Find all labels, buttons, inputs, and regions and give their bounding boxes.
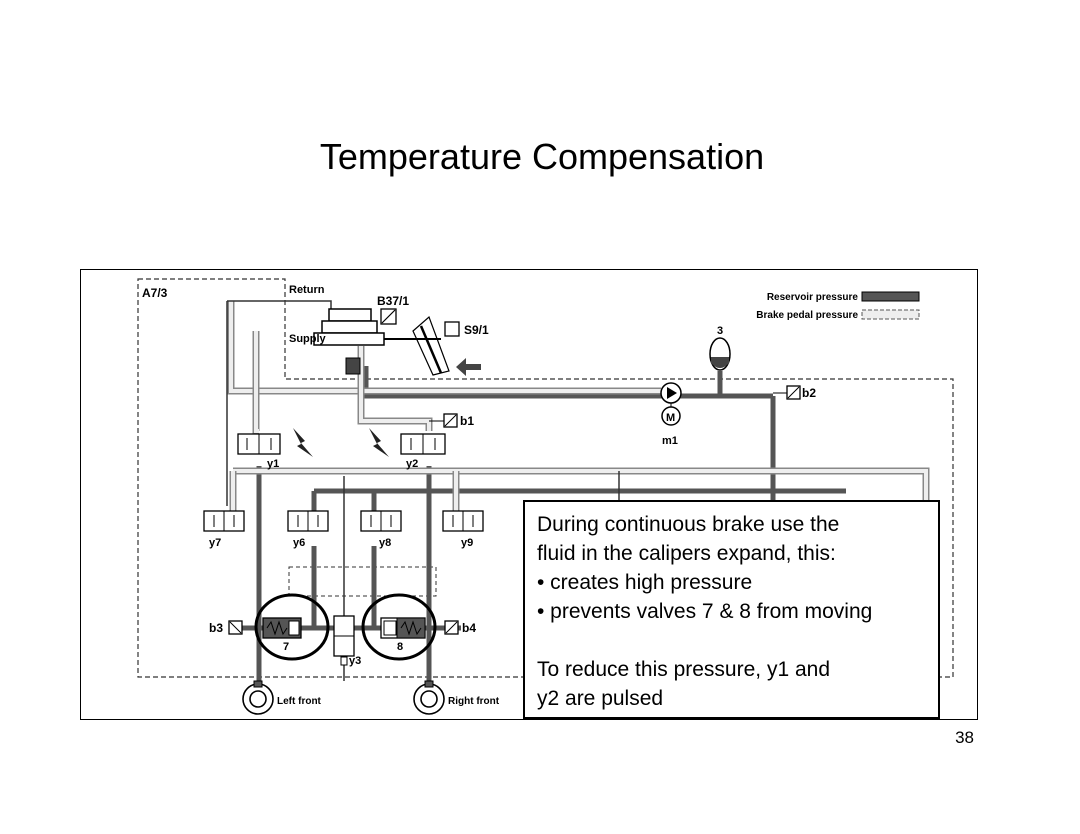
callout-bullet-2: • prevents valves 7 & 8 from moving: [537, 600, 873, 623]
pressure-sensor-b4-icon: [444, 620, 459, 635]
callout-line-1: During continuous brake use the: [537, 513, 840, 536]
valve-y8-icon: [360, 510, 402, 532]
accumulator-label: 3: [717, 325, 723, 337]
explanation-callout: During continuous brake use the fluid in…: [523, 500, 940, 719]
wheel-right-front-icon: [413, 680, 445, 715]
motor-symbol: M: [666, 412, 675, 424]
valve-y3-icon: [333, 615, 355, 666]
valve-y7-label: y7: [209, 537, 221, 549]
piston-7-icon: [262, 617, 302, 639]
highlight-circle-8: [361, 593, 437, 661]
sensor-b2-label: b2: [802, 386, 816, 400]
return-label: Return: [289, 284, 325, 296]
valve-y9-label: y9: [461, 537, 473, 549]
supply-label: Supply: [289, 333, 327, 345]
pedal-sensor-label: B37/1: [377, 294, 409, 308]
legend-reservoir: Reservoir pressure: [767, 292, 859, 303]
pump-icon: [660, 382, 682, 426]
valve-y2-label: y2: [406, 458, 418, 470]
wheel-right-label: Right front: [448, 696, 500, 707]
callout-line-3: To reduce this pressure, y1 and: [537, 658, 830, 681]
valve-y7-icon: [203, 510, 245, 532]
wheel-left-label: Left front: [277, 696, 322, 707]
brake-switch-icon: [444, 321, 460, 337]
master-cylinder: [313, 308, 450, 376]
valve-y9-icon: [442, 510, 484, 532]
slide-title: Temperature Compensation: [319, 136, 765, 177]
valve-y6-icon: [287, 510, 329, 532]
motor-label: m1: [662, 435, 678, 447]
valve-y2-icon: [400, 433, 446, 455]
module-boundary: [137, 278, 954, 678]
valve-y3-label: y3: [349, 655, 361, 667]
callout-spacer: [537, 626, 928, 655]
legend: [861, 291, 920, 320]
wheel-left-front-icon: [242, 680, 274, 715]
pedal-sensor-icon: [380, 308, 397, 325]
highlight-circle-7: [254, 593, 330, 661]
callout-line-2: fluid in the calipers expand, this:: [537, 542, 836, 565]
valve-y1-label: y1: [267, 458, 279, 470]
pulse-bolt-y1-icon: [293, 428, 313, 457]
pedal-arrow-icon: [456, 358, 481, 376]
page-number: 38: [955, 728, 974, 747]
valve-y6-label: y6: [293, 537, 305, 549]
legend-pedal: Brake pedal pressure: [756, 310, 858, 321]
pressure-sensor-b2-icon: [773, 385, 801, 400]
piston-8-label: 8: [397, 641, 403, 653]
accumulator-icon: [709, 337, 731, 371]
sensor-b3-label: b3: [209, 621, 223, 635]
pulse-bolt-y2-icon: [369, 428, 389, 457]
sensor-b1-label: b1: [460, 414, 474, 428]
brake-pedal-pressure-lines: [227, 301, 930, 511]
piston-7-label: 7: [283, 641, 289, 653]
valve-y1-icon: [237, 433, 281, 455]
module-label: A7/3: [142, 286, 168, 300]
piston-8-icon: [380, 617, 426, 639]
callout-bullet-1: • creates high pressure: [537, 571, 753, 594]
brake-switch-label: S9/1: [464, 323, 489, 337]
pressure-sensor-b3-icon: [228, 620, 243, 635]
sensor-b4-label: b4: [462, 621, 476, 635]
callout-line-4: y2 are pulsed: [537, 687, 664, 710]
pressure-sensor-b1-icon: [429, 413, 458, 428]
valve-y8-label: y8: [379, 537, 391, 549]
